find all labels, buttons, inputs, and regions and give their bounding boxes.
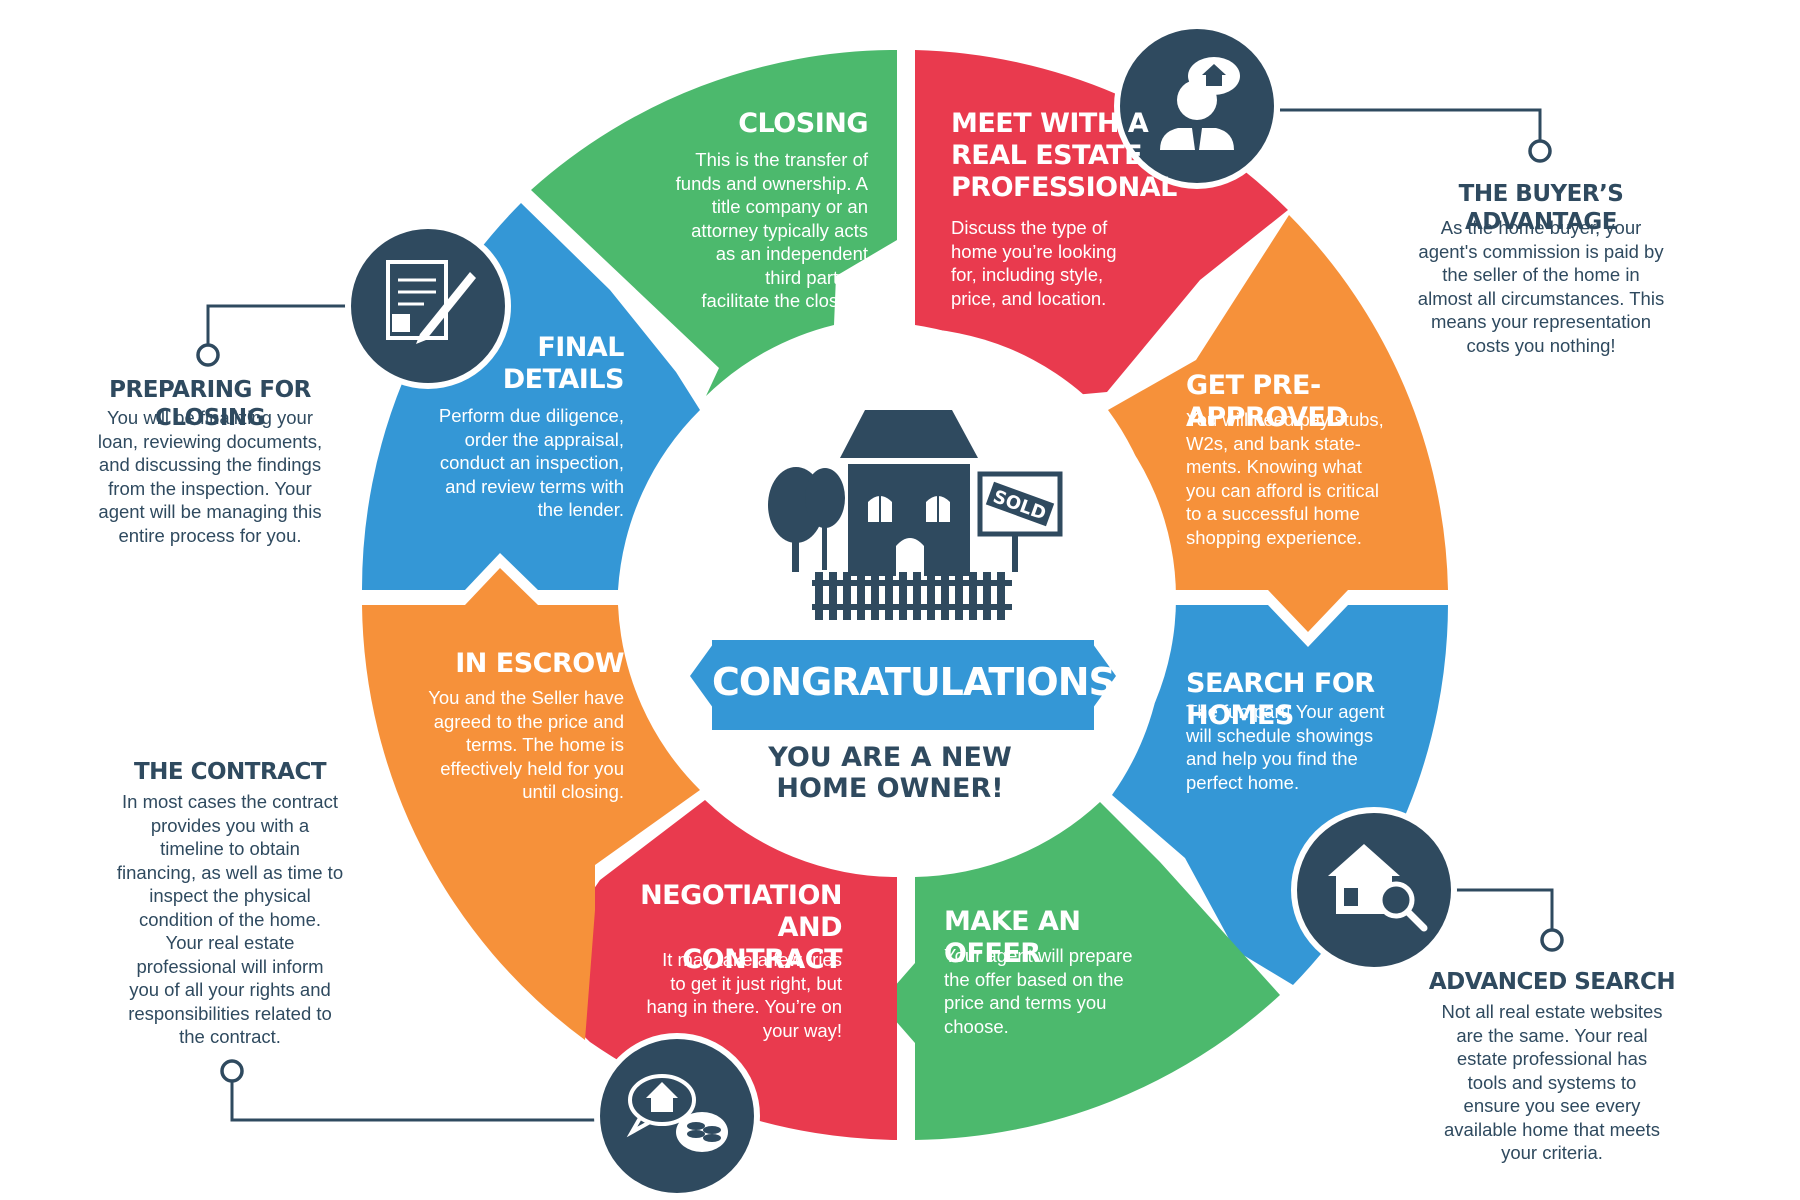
preapproved-title: GET PRE-APPROVED [1186,370,1348,433]
meet-body: Discuss the type of home you’re looking … [951,217,1117,309]
advanced-search-title: ADVANCED SEARCH [1428,969,1676,995]
escrow-body: You and the Seller have agreed to the pr… [428,687,624,802]
contract-body: In most cases the contract provides you … [116,791,344,1047]
preapproved-body: You will need pay stubs, W2s, and bank s… [1186,409,1384,548]
sold-house-icon: SOLD [768,410,1063,620]
segment-escrow [362,568,700,1040]
preparing-closing-title: PREPARING FOR CLOSING [109,377,311,431]
connector-dot-buyer [1528,139,1552,163]
agent-icon [1114,23,1280,189]
house-money-chat-icon [594,1033,760,1199]
search-body: The fun part! Your agent will schedule s… [1186,701,1385,793]
connector-buyer [1280,108,1542,140]
segment-closing [531,49,897,397]
preparing-closing-body: You will be finalizing your loan, review… [97,407,323,546]
connector-dot-advanced [1540,928,1564,952]
congrats-banner [690,640,1116,730]
connector-preparing [206,304,350,344]
offer-title: MAKE AN OFFER [944,906,1081,969]
closing-body: This is the transfer of funds and owners… [675,149,868,311]
connector-dot-preparing [196,343,220,367]
congrats-text: CONGRATULATIONS! [712,660,1132,704]
search-title: SEARCH FOR HOMES [1186,668,1375,731]
segment-offer [880,802,1280,1140]
segment-preapproved [1108,215,1448,632]
connector-dot-contract [220,1059,244,1083]
final-title: FINAL DETAILS [502,332,625,395]
offer-body: Your agent will prepare the offer based … [944,945,1133,1037]
house-search-icon [1291,807,1457,973]
final-body: Perform due diligence, order the apprais… [438,405,624,520]
escrow-title: IN ESCROW [455,648,624,679]
advanced-search-body: Not all real estate websites are the sam… [1441,1001,1663,1163]
negotiation-title: NEGOTIATION AND CONTRACT [640,880,842,975]
closing-title: CLOSING [738,108,868,139]
negotiation-body: It may take a few tries to get it just r… [646,949,842,1041]
buyer-advantage-title: THE BUYER’S ADVANTAGE [1458,181,1624,235]
connector-contract [230,1080,614,1122]
new-owner-text: YOU ARE A NEW HOME OWNER! [768,742,1012,804]
contract-signing-icon [345,223,511,389]
contract-title: THE CONTRACT [133,759,327,785]
meet-title: MEET WITH A REAL ESTATE PROFESSIONAL [951,108,1177,203]
connector-advanced [1450,888,1554,930]
buyer-advantage-body: As the home buyer, your agent's commissi… [1417,217,1665,356]
